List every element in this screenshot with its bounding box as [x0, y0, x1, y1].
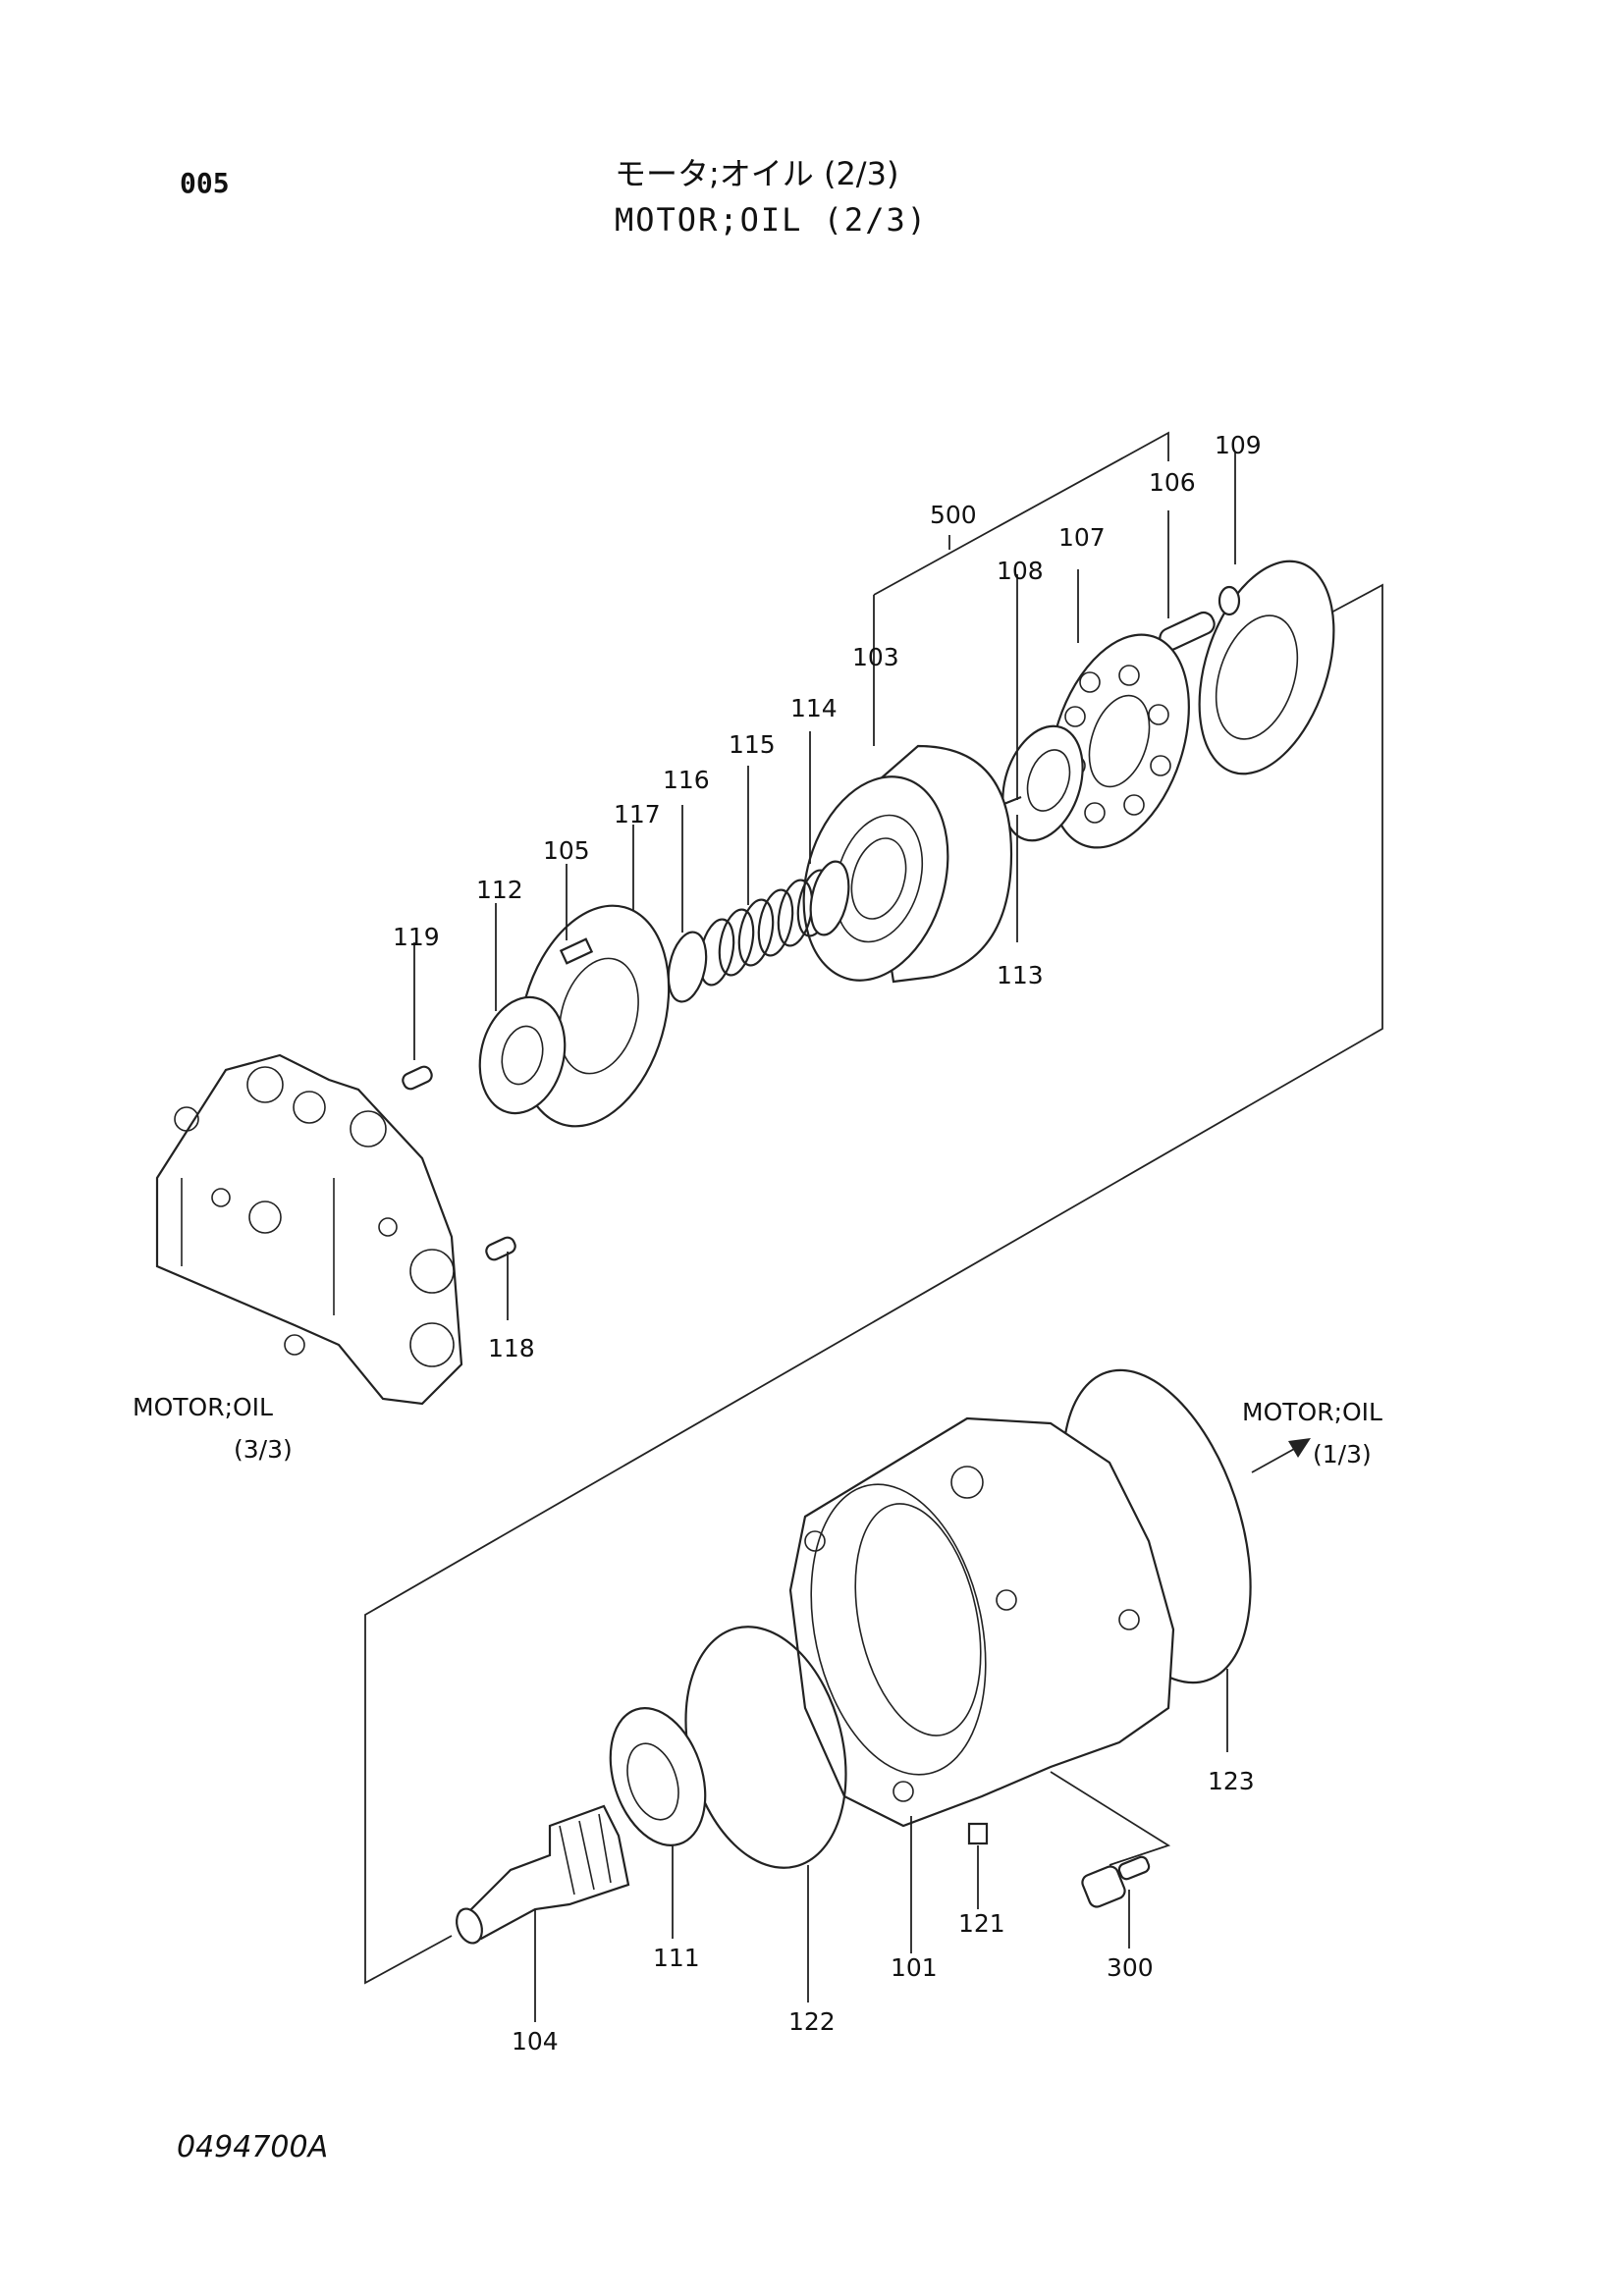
bearing-112	[478, 903, 567, 1115]
pin-119	[402, 942, 433, 1091]
bearing-111	[609, 1707, 707, 1939]
callout-105: 105	[543, 836, 590, 865]
plug-121	[967, 1822, 989, 1909]
drawing-number: 0494700A	[177, 2130, 329, 2164]
reference-arrow-icon	[1251, 1438, 1311, 1473]
reference-left-line1: MOTOR;OIL	[133, 1393, 273, 1421]
pin-118	[485, 1236, 516, 1320]
casing-101	[788, 1416, 1175, 1953]
callout-114: 114	[790, 694, 838, 722]
callout-108: 108	[997, 557, 1044, 585]
retainer-plate-107	[1049, 569, 1190, 849]
callout-118: 118	[488, 1334, 535, 1362]
callout-300: 300	[1107, 1953, 1154, 1982]
reference-left-line2: (3/3)	[234, 1435, 293, 1464]
assembly-bracket-500	[364, 431, 1383, 1985]
callout-104: 104	[512, 2027, 559, 2056]
spherical-bushing-108	[1001, 574, 1084, 942]
callout-123: 123	[1208, 1767, 1255, 1795]
callout-116: 116	[663, 766, 710, 794]
reference-right-line2: (1/3)	[1313, 1440, 1372, 1468]
callout-122: 122	[788, 2007, 836, 2036]
cylinder-block-103	[802, 744, 1013, 984]
callout-106: 106	[1149, 468, 1196, 497]
callout-103: 103	[852, 643, 899, 671]
callout-117: 117	[614, 800, 661, 828]
title-japanese: モータ;オイル (2/3)	[615, 155, 899, 192]
callout-111: 111	[653, 1944, 700, 1972]
valve-cover-housing	[155, 1053, 463, 1406]
callout-112: 112	[476, 876, 523, 904]
page-number: 005	[180, 167, 230, 199]
callout-500: 500	[930, 501, 977, 529]
pin-106	[1159, 510, 1241, 652]
callout-121: 121	[958, 1909, 1005, 1938]
reference-right-line1: MOTOR;OIL	[1242, 1398, 1382, 1426]
callout-115: 115	[729, 730, 776, 759]
socket-bolt-300	[1081, 1855, 1151, 1949]
callout-107: 107	[1058, 523, 1106, 552]
washer-114	[809, 731, 850, 936]
callout-119: 119	[393, 923, 440, 951]
washer-116	[667, 805, 708, 1003]
title-english: MOTOR;OIL (2/3)	[615, 201, 928, 239]
callout-109: 109	[1215, 431, 1262, 459]
shaft-104	[456, 1804, 630, 2022]
callout-113: 113	[997, 961, 1044, 989]
callout-101: 101	[891, 1953, 938, 1982]
